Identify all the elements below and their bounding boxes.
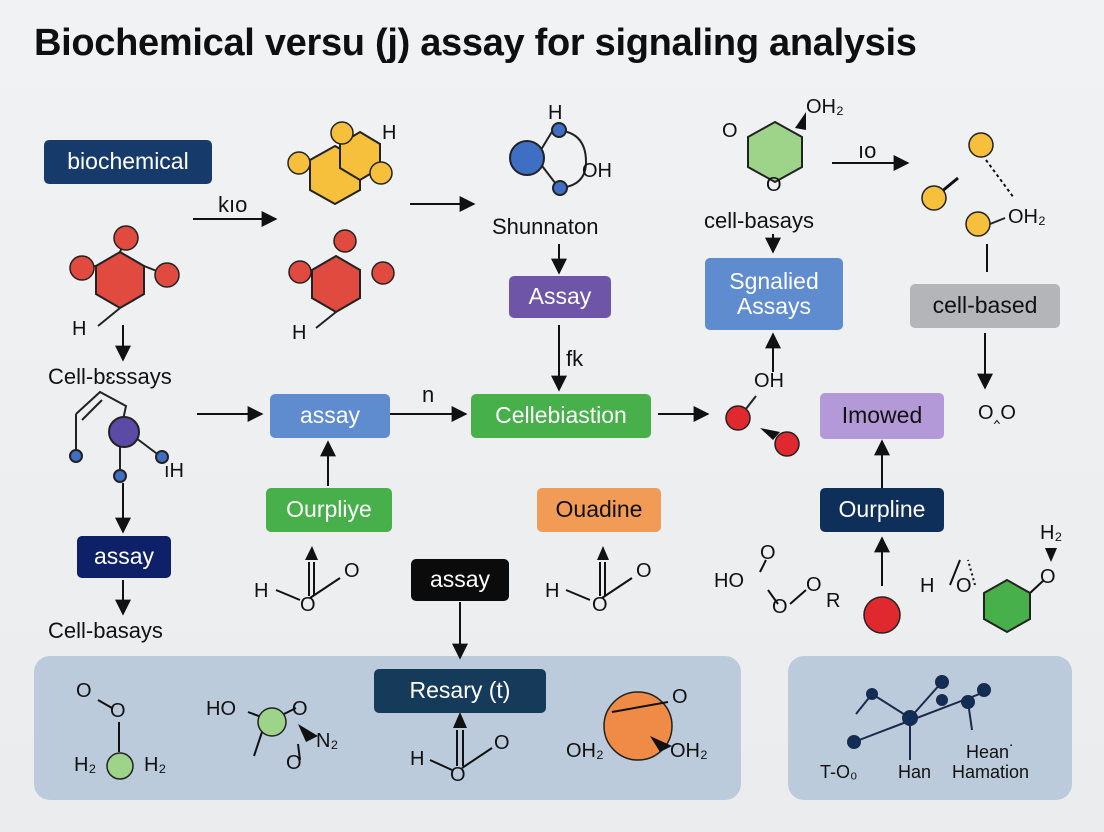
atom-o: O	[956, 575, 972, 597]
arrows	[115, 155, 993, 660]
atom-o: O	[636, 560, 652, 582]
biochemical-box: biochemical	[44, 140, 212, 184]
atom-oh2: OH₂	[670, 740, 708, 762]
atom-oh: OH	[754, 370, 784, 392]
panel-orange-molecule	[603, 691, 673, 761]
red-hexagon-molecule-left	[69, 225, 180, 327]
n-label: n	[422, 382, 435, 407]
h-o-o-molecule-1	[275, 546, 341, 601]
panel-h-o-o-molecule	[429, 712, 493, 771]
ho-chain-molecule	[759, 559, 807, 605]
page-title: Biochemical versu (j) assay for signalin…	[34, 22, 917, 64]
atom-h: H	[382, 122, 397, 144]
atom-o: O	[760, 542, 776, 564]
atom-o: O	[450, 764, 466, 786]
atom-h2: H₂	[74, 754, 97, 776]
atom-o: O	[772, 596, 788, 618]
atom-r: R	[826, 590, 841, 612]
red-ball	[863, 596, 901, 634]
bottom-right-panel	[788, 656, 1072, 800]
network-label-hean: Hean˙	[966, 742, 1016, 762]
atom-h: H	[254, 580, 269, 602]
panel-h2-molecule	[97, 699, 134, 780]
assay-left-box: assay	[77, 536, 171, 578]
atom-oh2: OH₂	[806, 96, 844, 118]
cell-bassays-left-label: Cell-bɛssays	[48, 364, 172, 389]
network-label-t0: T-O₀	[820, 762, 858, 782]
atom-ho: HO	[714, 570, 744, 592]
panel-n2-molecule	[247, 707, 318, 761]
ourpline-box: Ourpline	[820, 488, 944, 532]
atom-o: O	[292, 698, 308, 720]
atom-h: H	[410, 748, 425, 770]
cell-based-box: cell-based	[910, 284, 1060, 328]
panel-network-molecule	[847, 675, 991, 760]
atom-o: O	[722, 120, 738, 142]
atom-o: O	[592, 594, 608, 616]
assay-top-box: Assay	[509, 276, 611, 318]
io-label: ıo	[858, 138, 877, 163]
ourpliye-box: Ourpliye	[266, 488, 392, 532]
atom-oh2: OH₂	[1008, 206, 1046, 228]
cellebiastion-box: Cellebiastion	[471, 394, 651, 438]
atom-h2: H₂	[144, 754, 167, 776]
atom-o: O	[494, 732, 510, 754]
purple-ring-molecule	[69, 390, 169, 483]
atom-h: H	[548, 102, 563, 124]
atom-o: O	[766, 174, 782, 196]
atom-oh: OH	[582, 160, 612, 182]
cell-basays-bottom-label: Cell-basays	[48, 618, 163, 643]
atom-o: O	[286, 752, 302, 774]
atom-ho: HO	[206, 698, 236, 720]
atom-h2: H₂	[1040, 522, 1063, 544]
imowed-box: Imowed	[820, 393, 944, 439]
atom-o: O	[110, 700, 126, 722]
atom-o: O	[672, 686, 688, 708]
atom-o: O	[300, 594, 316, 616]
kio-label: kıo	[218, 192, 248, 217]
cell-basays-top-label: cell-basays	[704, 208, 815, 233]
atom-o: O	[1040, 566, 1056, 588]
atom-h: H	[545, 580, 560, 602]
assay-mid-box: assay	[270, 394, 390, 438]
assay-black-box: assay	[411, 559, 509, 601]
atom-n2: N₂	[316, 730, 339, 752]
atom-h: H	[292, 322, 307, 344]
red-hexagon-molecule-center	[288, 229, 395, 329]
atom-o: O	[806, 574, 822, 596]
atom-o-o: O‸O	[978, 402, 1016, 424]
atom-o: O	[76, 680, 92, 702]
green-ring-molecule	[747, 112, 806, 184]
h-o-o-molecule-2	[565, 546, 633, 601]
atom-h: H	[920, 575, 935, 597]
fk-label: fk	[566, 346, 584, 371]
ouadine-box: Ouadine	[537, 488, 661, 532]
resary-box: Resary (t)	[374, 669, 546, 713]
atom-o: O	[344, 560, 360, 582]
network-label-hamation: Hamation	[952, 762, 1030, 782]
red-circle-molecule	[725, 395, 800, 457]
green-hexagon-molecule	[949, 548, 1057, 634]
network-label-han: Han	[898, 762, 932, 782]
blue-circle-molecule	[509, 122, 588, 196]
signalied-assays-box: Sgnalied Assays	[705, 258, 843, 330]
atom-oh2: OH₂	[566, 740, 604, 762]
atom-h: H	[72, 318, 87, 340]
yellow-circle-molecule-right	[921, 132, 1015, 237]
yellow-hexagon-molecule	[287, 121, 393, 206]
atom-ih: ıH	[164, 460, 184, 482]
shunnaton-label: Shunnaton	[492, 214, 599, 239]
